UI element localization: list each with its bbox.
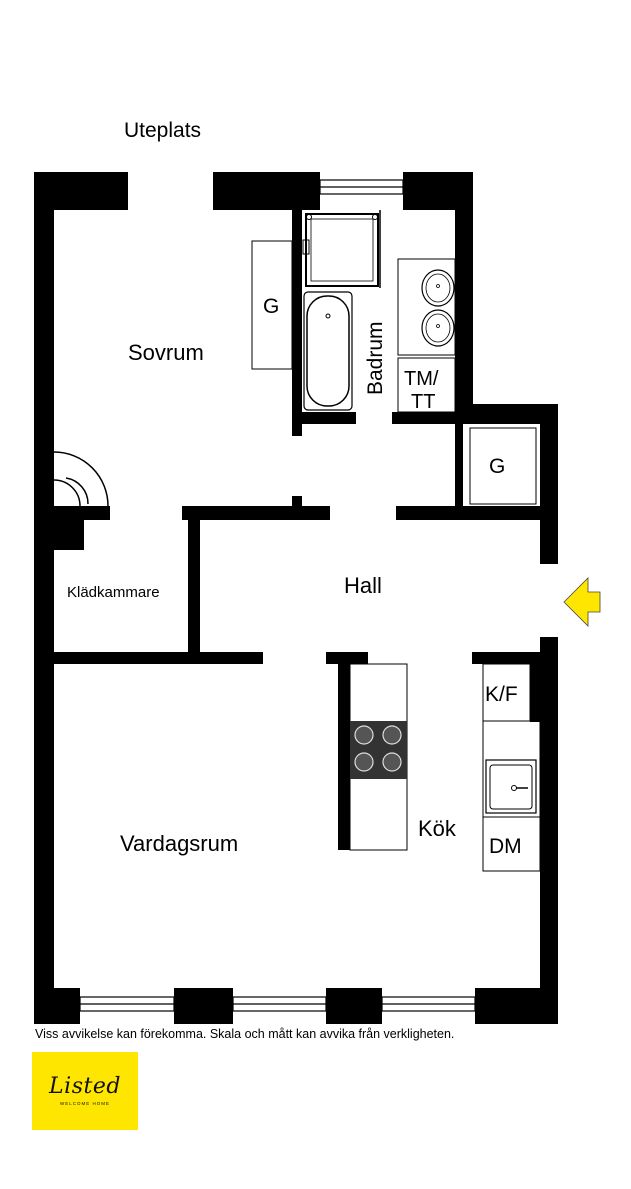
wardrobe-label-hall: G (489, 455, 505, 478)
outside-label: Uteplats (124, 119, 201, 142)
washer-label-line2: TT (411, 391, 435, 413)
double-sink (397, 258, 456, 356)
room-label-sovrum: Sovrum (128, 340, 204, 365)
dishwasher-label: DM (489, 835, 522, 858)
bathtub (303, 291, 353, 411)
bedroom-wardrobe (251, 240, 293, 370)
room-label-kok: Kök (418, 816, 457, 841)
logo-tagline: WELCOME HOME (59, 1101, 110, 1106)
room-label-hall: Hall (344, 573, 382, 598)
walls (34, 172, 558, 1024)
wardrobe-label-bedroom: G (263, 295, 279, 318)
room-label-vardagsrum: Vardagsrum (120, 831, 238, 856)
hall-wardrobe (457, 427, 537, 505)
disclaimer-text: Viss avvikelse kan förekomma. Skala och … (35, 1027, 455, 1041)
shower (302, 210, 381, 288)
kitchen-island (349, 663, 408, 851)
washer-label-line1: TM/ (404, 368, 439, 390)
windows (79, 179, 476, 1012)
fridge-label: K/F (485, 683, 518, 706)
kitchen-sink (485, 759, 537, 814)
listed-logo: Listed WELCOME HOME (32, 1052, 138, 1130)
room-label-kladkammare: Klädkammare (67, 584, 160, 601)
entrance-arrow (563, 577, 601, 627)
logo-wordmark: Listed (49, 1074, 121, 1099)
kitchen-counter (482, 663, 541, 872)
floor-plan: Uteplats Sovrum G Badrum TM/ TT G Hall K… (34, 119, 601, 1024)
bedroom-door-swing (53, 451, 109, 507)
room-label-badrum: Badrum (364, 321, 387, 395)
washer-dryer-box (397, 357, 456, 413)
